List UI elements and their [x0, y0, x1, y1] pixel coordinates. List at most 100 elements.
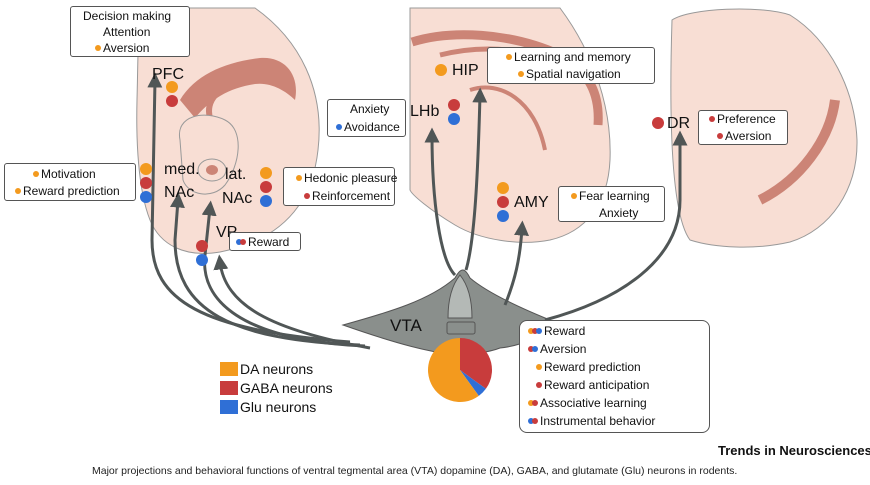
latnac-gaba-dot	[260, 181, 272, 193]
region-dots	[140, 64, 664, 266]
pie-slice-glu	[460, 370, 486, 396]
label-lhb: LHb	[410, 103, 440, 120]
label-vta: VTA	[390, 316, 422, 335]
pfc-function: Attention	[103, 25, 151, 39]
vta-function: Associative learning	[528, 396, 647, 410]
amy-function-box: Fear learning Anxiety	[558, 186, 665, 222]
amy-function: Anxiety	[599, 206, 639, 220]
vta-function: Aversion	[528, 342, 586, 356]
label-dr: DR	[667, 115, 691, 132]
mednac-function: Reward prediction	[15, 184, 120, 198]
vta-function-box: Reward Aversion Reward prediction Reward…	[519, 320, 710, 433]
vta-function: Reward	[528, 324, 585, 338]
dr-gaba-dot	[652, 117, 664, 129]
pfc-gaba-dot	[166, 95, 178, 107]
neuron-proportion-pie	[428, 338, 493, 402]
mednac-glu-dot	[140, 191, 152, 203]
glu-dot-icon	[536, 327, 542, 334]
amy-gaba-dot	[497, 196, 509, 208]
dr-function: Aversion	[717, 129, 771, 143]
vta-aqueduct	[446, 321, 476, 335]
arrow-to-lhb	[424, 127, 457, 277]
vta-function: Instrumental behavior	[528, 414, 655, 428]
da-dot-icon	[15, 187, 21, 194]
pfc-function: Aversion	[95, 41, 149, 55]
gaba-dot-icon	[528, 345, 534, 352]
label-lat-nac-line1: lat.	[225, 166, 247, 183]
legend-da-label: DA neurons	[240, 361, 314, 377]
glu-dot-icon	[236, 238, 242, 245]
da-dot-icon	[33, 170, 39, 177]
da-dot-icon	[528, 399, 534, 406]
da-dot-icon	[95, 44, 101, 51]
mednac-function: Motivation	[33, 167, 96, 181]
journal-name: Trends in Neurosciences	[718, 443, 870, 458]
latnac-function-box: Hedonic pleasure Reinforcement	[283, 167, 397, 206]
legend-gaba-swatch	[220, 381, 238, 395]
latnac-function: Reinforcement	[304, 189, 390, 203]
latnac-da-dot	[260, 167, 272, 179]
hip-function: Learning and memory	[506, 50, 631, 64]
vta-function: Reward anticipation	[536, 378, 649, 392]
vp-function-box: Reward	[229, 232, 301, 251]
amy-da-dot	[497, 182, 509, 194]
glu-dot-icon	[336, 123, 342, 130]
da-dot-icon	[571, 192, 577, 199]
legend-gaba-label: GABA neurons	[240, 380, 333, 396]
vp-gaba-dot	[196, 240, 208, 252]
latnac-function: Hedonic pleasure	[296, 171, 397, 185]
latnac-glu-dot	[260, 195, 272, 207]
gaba-dot-icon	[532, 327, 538, 334]
vta-function: Reward prediction	[536, 360, 641, 374]
vta-ventricle	[447, 274, 473, 319]
da-dot-icon	[296, 174, 302, 181]
anterior-commissure-core	[206, 165, 218, 175]
label-med-nac-line1: med.	[164, 161, 200, 178]
label-lat-nac-line2: NAc	[222, 190, 253, 207]
lhb-function: Avoidance	[336, 120, 400, 134]
arrow-to-hip	[464, 87, 488, 271]
frontal-tract	[206, 79, 241, 119]
hip-function-box: Learning and memory Spatial navigation	[487, 47, 655, 84]
gaba-dot-icon	[240, 238, 246, 245]
dr-function-box: Preference Aversion	[698, 110, 788, 145]
da-dot-icon	[518, 70, 524, 77]
vp-glu-dot	[196, 254, 208, 266]
lhb-gaba-dot	[448, 99, 460, 111]
arrow-to-dr	[544, 130, 688, 322]
glu-dot-icon	[532, 345, 538, 352]
arrow-to-vp	[213, 254, 371, 350]
pfc-function-box: Decision making Attention Aversion	[70, 6, 190, 57]
label-med-nac-line2: NAc	[164, 184, 195, 201]
lhb-function-box: Anxiety Avoidance	[327, 99, 406, 137]
glu-dot-icon	[528, 417, 534, 424]
da-dot-icon	[536, 363, 542, 370]
hip-da-dot	[435, 64, 447, 76]
projection-arrows	[147, 72, 688, 350]
pie-slice-da	[428, 338, 479, 402]
mednac-function-box: Motivation Reward prediction	[4, 163, 136, 201]
gaba-dot-icon	[709, 115, 715, 122]
legend-glu-swatch	[220, 400, 238, 414]
hip-function: Spatial navigation	[518, 67, 621, 81]
label-amy: AMY	[514, 194, 549, 211]
gaba-dot-icon	[717, 132, 723, 139]
gaba-dot-icon	[304, 192, 310, 199]
da-dot-icon	[506, 53, 512, 60]
label-pfc: PFC	[152, 66, 184, 83]
gaba-dot-icon	[536, 381, 542, 388]
pie-slice-gaba	[460, 338, 493, 389]
pfc-function: Decision making	[83, 9, 172, 23]
gaba-dot-icon	[532, 399, 538, 406]
vp-function: Reward	[236, 235, 289, 249]
legend-glu-label: Glu neurons	[240, 399, 317, 415]
mednac-da-dot	[140, 163, 152, 175]
amy-glu-dot	[497, 210, 509, 222]
pfc-da-dot	[166, 81, 178, 93]
arrow-to-amy	[503, 220, 530, 306]
lhb-function: Anxiety	[350, 102, 390, 116]
amy-function: Fear learning	[571, 189, 650, 203]
posterior-tract	[757, 99, 840, 205]
